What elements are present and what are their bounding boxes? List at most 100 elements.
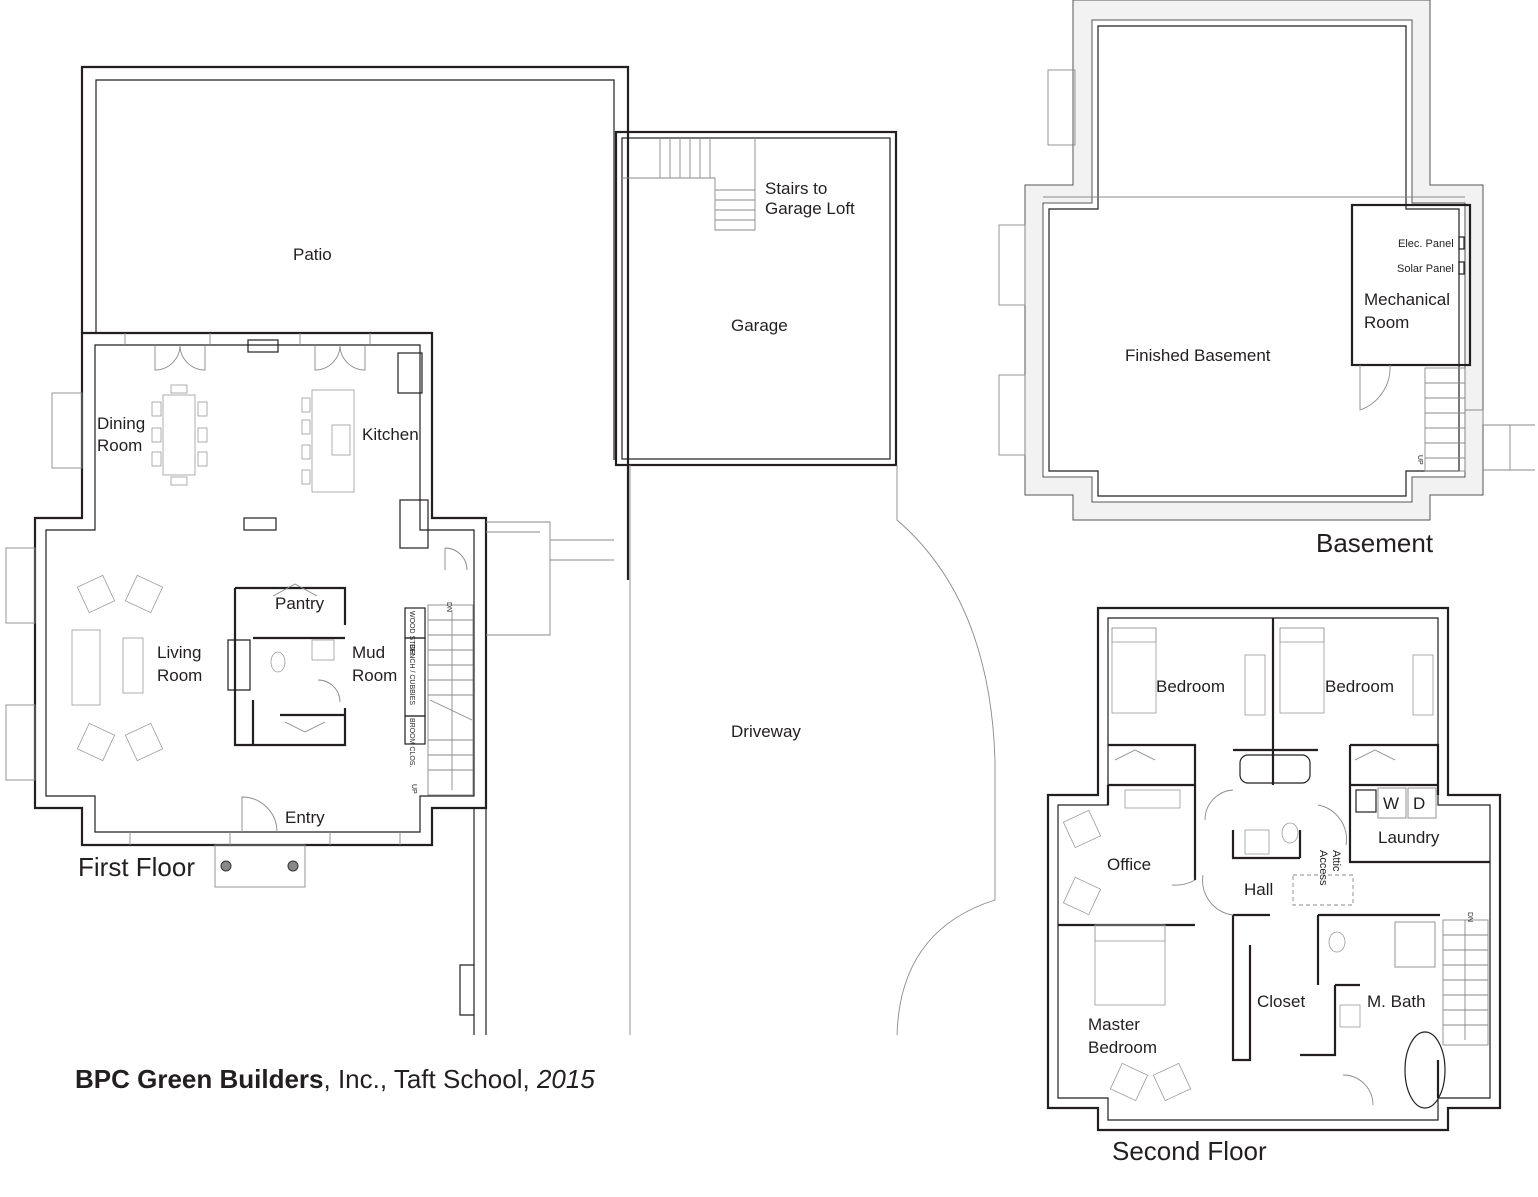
patio-inner-outline — [95, 79, 615, 460]
mechanical-room-door — [1359, 364, 1391, 411]
room-label-dining-2: Room — [97, 436, 142, 455]
room-label-kitchen: Kitchen — [362, 425, 419, 444]
label-access: Access — [1317, 850, 1329, 886]
room-label-hall: Hall — [1244, 880, 1273, 899]
room-label-closet: Closet — [1257, 992, 1305, 1011]
electrical-panel — [1458, 236, 1465, 250]
label-dryer: D — [1413, 794, 1425, 813]
first-floor-plan: Patio Dining Room Kitchen Living Room Pa… — [5, 65, 630, 1035]
credit-rest: , Inc., Taft School, — [324, 1064, 537, 1094]
office-door[interactable] — [1171, 879, 1196, 886]
basement-stairs[interactable] — [1424, 367, 1535, 472]
basement-plan: Finished Basement Mechanical Room Elec. … — [998, 0, 1535, 558]
credit-line: BPC Green Builders, Inc., Taft School, 2… — [75, 1064, 595, 1094]
entry-door[interactable] — [241, 796, 278, 833]
range — [397, 352, 423, 394]
closet-doors — [1114, 749, 1396, 761]
label-bench-cubbies: BENCH / CUBBIES — [408, 644, 415, 705]
window-bay — [5, 547, 36, 624]
bath-door[interactable] — [1204, 789, 1234, 821]
armchairs — [76, 574, 164, 762]
garage-plan: Stairs to Garage Loft Garage Driveway — [614, 130, 996, 1036]
credit-company: BPC Green Builders — [75, 1064, 324, 1094]
second-floor-exterior-wall — [1046, 606, 1502, 1132]
label-driveway: Driveway — [731, 722, 801, 741]
pantry-door — [272, 583, 318, 597]
closet-door — [284, 721, 326, 733]
patio-door — [314, 344, 366, 371]
deck — [486, 521, 614, 636]
room-label-pantry: Pantry — [275, 594, 325, 613]
fence — [459, 808, 487, 1035]
solar-panel-box — [1458, 261, 1465, 275]
cooktop-vent — [247, 339, 279, 353]
dining-table — [162, 394, 196, 476]
room-label-bedroom-left: Bedroom — [1156, 677, 1225, 696]
second-floor-title: Second Floor — [1112, 1136, 1267, 1166]
toilet — [1281, 822, 1299, 844]
hall-door[interactable] — [1202, 874, 1234, 916]
stools — [301, 397, 311, 485]
second-floor-inner-wall-line — [1057, 617, 1491, 1121]
room-label-dining: Dining — [97, 414, 145, 433]
side-door — [444, 547, 468, 571]
second-floor-plan: Bedroom Bedroom Office Hall Laundry W D … — [1046, 606, 1502, 1166]
room-label-patio: Patio — [293, 245, 332, 264]
basement-inner-wall — [1048, 25, 1460, 497]
mud-room-door — [317, 679, 341, 703]
basement-foundation-wall — [1024, 0, 1484, 521]
label-stairs-to: Stairs to — [765, 179, 827, 198]
shower — [1394, 921, 1436, 968]
label-wood-storage: WOOD STOR. — [408, 611, 415, 657]
label-basement-up: UP — [1416, 455, 1423, 465]
label-attic: Attic — [1330, 850, 1342, 872]
fireplace-wall — [227, 639, 251, 691]
sink — [1339, 1004, 1361, 1028]
kitchen-sink — [331, 424, 351, 456]
first-floor-interior-wall-line — [45, 344, 475, 833]
sink — [1244, 829, 1270, 855]
front-stoop — [214, 844, 306, 888]
patio-door — [154, 344, 206, 371]
driveway-edge-curved — [896, 465, 996, 1036]
column-icon — [220, 860, 232, 872]
armchairs — [1062, 809, 1192, 1102]
room-label-master-2: Bedroom — [1088, 1038, 1157, 1057]
garage-loft-stairs[interactable] — [622, 138, 756, 231]
label-broom-closet: BROOM CLOS. — [408, 718, 415, 767]
label-elec-panel: Elec. Panel — [1398, 238, 1454, 250]
attic-access-hatch[interactable] — [1292, 874, 1354, 906]
mbath-door[interactable] — [1342, 1074, 1374, 1106]
broom-closet — [404, 715, 426, 745]
garage-exterior-wall — [614, 130, 898, 467]
room-label-office: Office — [1107, 855, 1151, 874]
second-floor-stairs[interactable] — [1442, 919, 1489, 1046]
room-label-living: Living — [157, 643, 201, 662]
room-label-entry: Entry — [285, 808, 325, 827]
label-solar-panel: Solar Panel — [1397, 263, 1454, 275]
label-stairs-down: DN — [445, 602, 452, 612]
room-label-mud: Mud — [352, 643, 385, 662]
first-floor-title: First Floor — [78, 852, 195, 882]
label-stairs-up: UP — [410, 784, 417, 794]
laundry-door[interactable] — [1317, 804, 1347, 846]
room-label-master: Master — [1088, 1015, 1140, 1034]
sink — [311, 639, 335, 661]
sofa — [71, 629, 101, 706]
column-icon — [287, 860, 299, 872]
toilet — [1328, 931, 1346, 953]
label-garage-loft: Garage Loft — [765, 199, 855, 218]
toilet — [270, 651, 286, 673]
label-washer: W — [1383, 794, 1399, 813]
mechanical-room-wall — [1350, 203, 1472, 367]
basement-window-wells — [998, 69, 1076, 456]
room-label-finished-basement: Finished Basement — [1125, 346, 1271, 365]
room-label-laundry: Laundry — [1378, 828, 1440, 847]
first-floor-stairs[interactable] — [427, 604, 474, 796]
dining-chairs — [151, 384, 208, 486]
windows — [124, 333, 401, 845]
room-label-living-2: Room — [157, 666, 202, 685]
coffee-table — [122, 637, 144, 694]
laundry-sink — [1355, 789, 1377, 813]
